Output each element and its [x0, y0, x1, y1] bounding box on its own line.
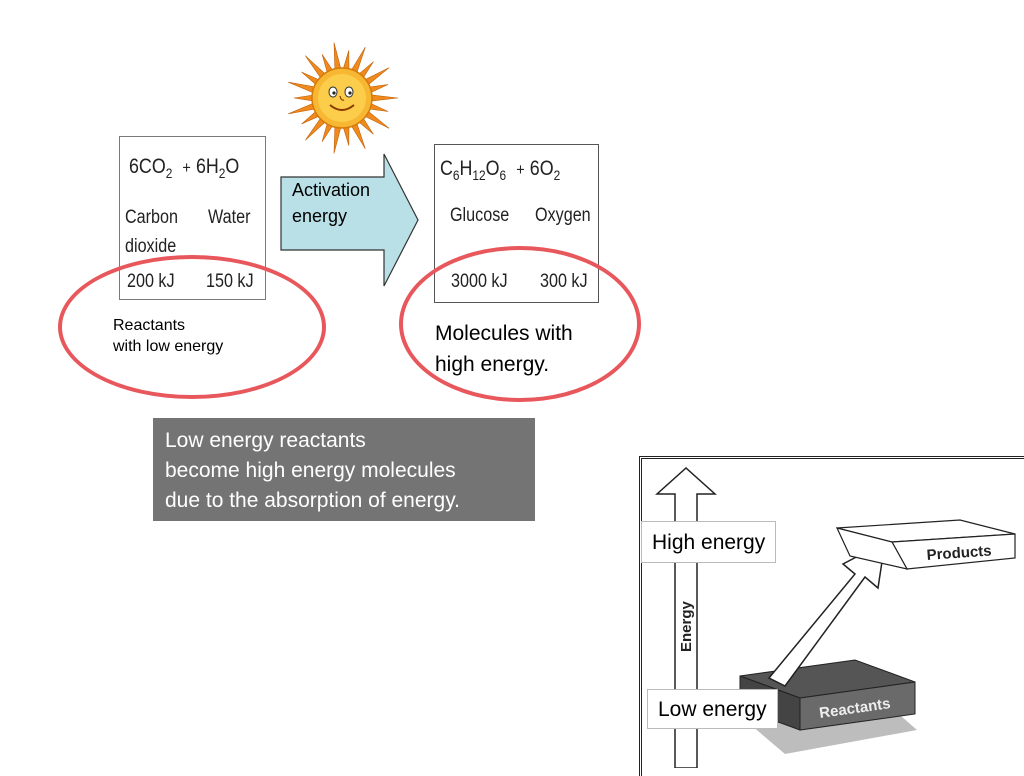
low-energy-label: Low energy: [647, 689, 778, 729]
products-caption: Molecules with high energy.: [435, 322, 573, 376]
products-block-side: [835, 527, 909, 570]
activation-energy-label: Activation energy: [292, 180, 371, 226]
transition-arrow: [767, 540, 886, 687]
energy-diagram: Energy Reactants Products: [655, 466, 1016, 768]
products-block-label: Products: [926, 542, 992, 563]
activation-arrow-shape: [280, 153, 419, 287]
reactants-caption: Reactants with low energy: [113, 317, 224, 355]
reactant-name-water: Water: [208, 207, 251, 228]
reactants-highlight-ring: [58, 255, 326, 399]
products-formula: C6H12O6 +6O2: [440, 157, 561, 184]
energy-diagram-frame: [639, 456, 1024, 776]
products-highlight-ring: [399, 246, 641, 402]
reactants-formula: 6CO2 +6H2O: [129, 155, 240, 182]
high-energy-label: High energy: [641, 521, 777, 563]
product-name-glucose: Glucose: [450, 205, 510, 226]
summary-box: Low energy reactants become high energy …: [153, 418, 535, 521]
product-name-oxygen: Oxygen: [535, 205, 591, 226]
energy-axis-label: Energy: [678, 600, 695, 652]
reactant-name-carbon-dioxide: Carbon dioxide: [125, 207, 178, 257]
activation-arrow: [280, 153, 419, 287]
sun-icon: [288, 42, 399, 154]
